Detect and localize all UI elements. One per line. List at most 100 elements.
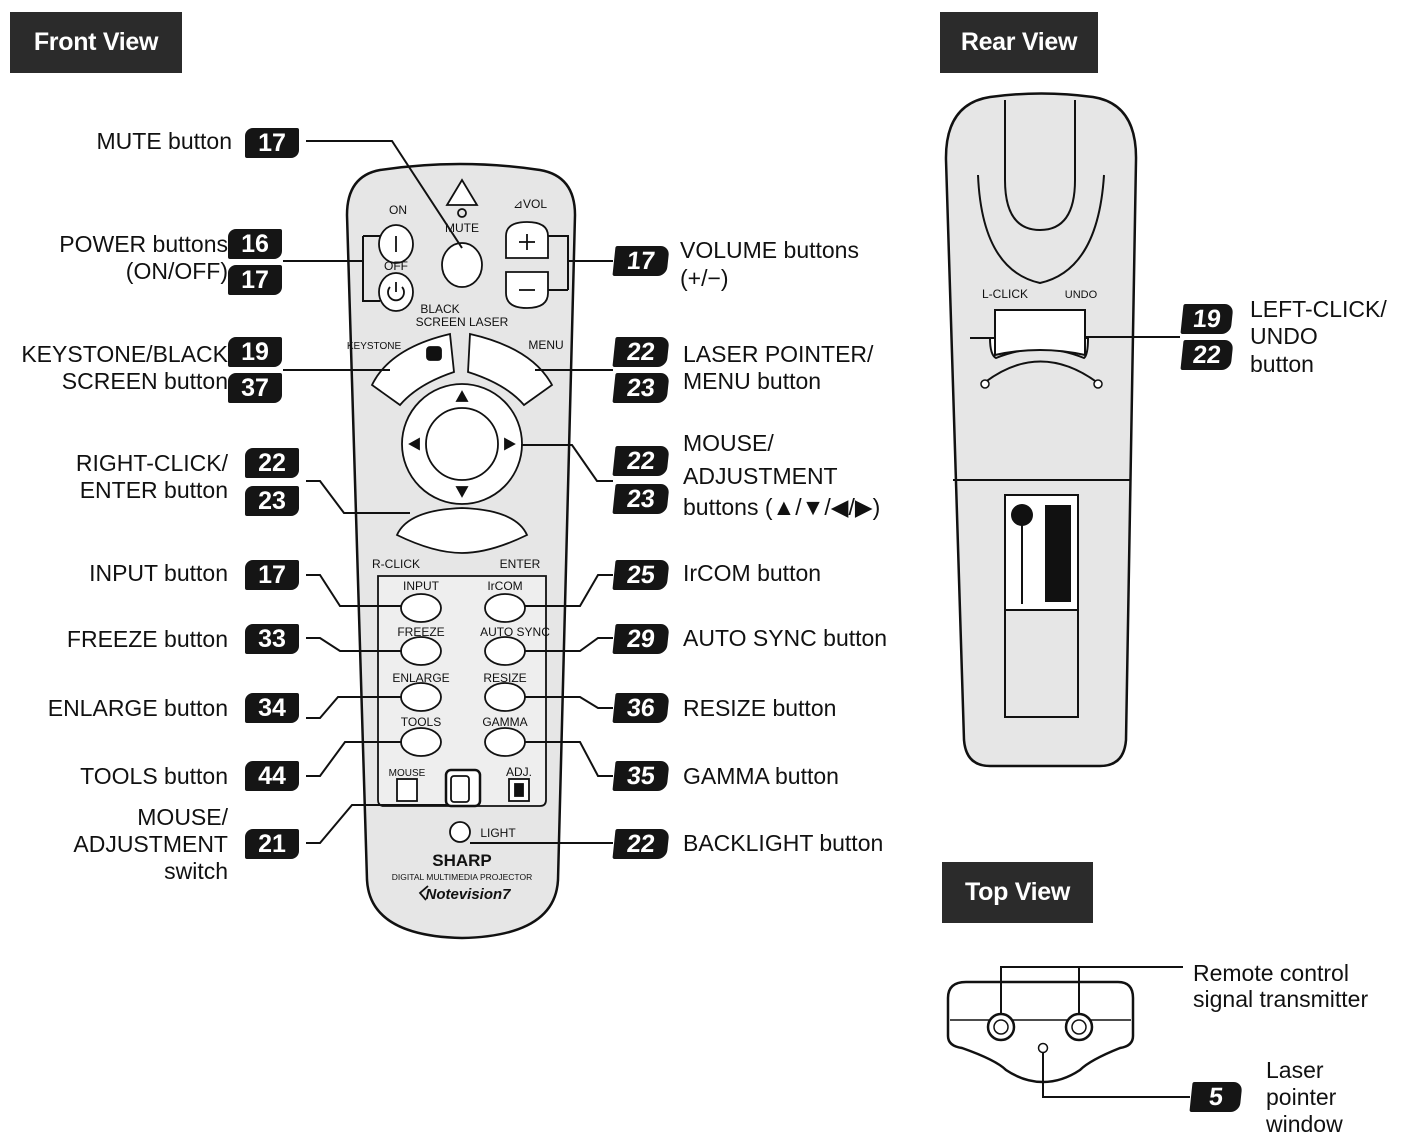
autosync-label: AUTO SYNC button [683, 625, 888, 651]
off-text: OFF [384, 259, 408, 273]
freeze-label: FREEZE button [66, 626, 228, 652]
resize-label: RESIZE button [683, 695, 837, 721]
volume-page-badge: 17 [612, 246, 670, 276]
black-screen-page-badge: 37 [228, 373, 282, 403]
laser-window-page-badge: 5 [1189, 1082, 1243, 1112]
autosync-text: AUTO SYNC [480, 625, 550, 639]
mouse-adj-label-1: MOUSE/ [683, 430, 774, 456]
enter-page-badge: 23 [245, 486, 299, 516]
power-label-2: (ON/OFF) [125, 258, 228, 284]
rclick-page-badge: 22 [245, 448, 299, 478]
mouse-adj-label-2: ADJUSTMENT [683, 463, 838, 489]
laser-label-2: MENU button [683, 368, 822, 394]
mouse-text: MOUSE [389, 768, 426, 779]
gamma-page-badge: 35 [612, 761, 670, 791]
on-text: ON [389, 203, 407, 217]
freeze-text: FREEZE [397, 625, 444, 639]
input-label: INPUT button [89, 560, 228, 586]
power-on-page-badge: 16 [228, 229, 282, 259]
tools-text: TOOLS [401, 715, 441, 729]
mouse-adj-page-badge-2: 23 [612, 484, 670, 514]
tools-page-badge: 44 [245, 761, 299, 791]
ircom-text: IrCOM [487, 579, 522, 593]
keystone-label-2: SCREEN button [61, 368, 228, 394]
rclick-enter-button [395, 507, 529, 554]
ircom-label: IrCOM button [683, 560, 822, 586]
mouse-switch-label-2: ADJUSTMENT [73, 831, 228, 857]
menu-text: MENU [528, 338, 563, 352]
menu-page-badge: 23 [612, 373, 670, 403]
backlight-button [449, 821, 471, 843]
ircom-page-badge: 25 [612, 560, 670, 590]
enlarge-label: ENLARGE button [47, 695, 228, 721]
light-text: LIGHT [480, 826, 516, 840]
mute-label: MUTE button [96, 128, 233, 154]
laser-window-label-3: window [1266, 1111, 1343, 1137]
product-text: DIGITAL MULTIMEDIA PROJECTOR [392, 872, 532, 882]
rclick-label-1: RIGHT-CLICK/ [75, 450, 228, 476]
backlight-page-badge: 22 [612, 829, 670, 859]
mouse-adj-label-3: buttons (▲/▼/◀/▶) [683, 494, 881, 520]
black-text: BLACK [420, 302, 459, 316]
input-page-badge: 17 [245, 560, 299, 590]
laser-menu-button [467, 332, 554, 407]
mouse-switch-page-badge: 21 [245, 829, 299, 859]
front-view-header: Front View [10, 12, 182, 73]
lclick-text: L-CLICK [982, 287, 1028, 301]
vol-text: ⊿VOL [513, 197, 547, 211]
enter-text: ENTER [500, 557, 541, 571]
volume-label-1: VOLUME buttons [680, 237, 859, 263]
volume-label-2: (+/−) [680, 265, 729, 291]
gamma-label: GAMMA button [683, 763, 839, 789]
lclick-label-1: LEFT-CLICK/ [1250, 296, 1387, 322]
input-text: INPUT [403, 579, 440, 593]
signal-label-2: signal transmitter [1193, 986, 1369, 1012]
power-off-page-badge: 17 [228, 265, 282, 295]
laser-window-label-1: Laser [1266, 1057, 1324, 1083]
ircom-button [484, 593, 526, 623]
model-text: Notevision7 [425, 886, 511, 903]
resize-page-badge: 36 [612, 693, 670, 723]
input-button [400, 593, 442, 623]
mute-button [441, 242, 483, 288]
undo-text: UNDO [1065, 289, 1098, 301]
signal-label-1: Remote control [1193, 960, 1349, 986]
resize-text: RESIZE [483, 671, 526, 685]
rear-view-header: Rear View [940, 12, 1098, 73]
autosync-page-badge: 29 [612, 624, 670, 654]
mute-page-badge: 17 [245, 128, 299, 158]
mouse-switch-label-3: switch [164, 858, 228, 884]
lclick-page-badge: 19 [1180, 304, 1234, 334]
lclick-label-3: button [1250, 351, 1314, 377]
mouse-switch-label-1: MOUSE/ [137, 804, 228, 830]
brand-text: SHARP [432, 851, 492, 870]
freeze-page-badge: 33 [245, 624, 299, 654]
backlight-label: BACKLIGHT button [683, 830, 884, 856]
gamma-text: GAMMA [482, 715, 527, 729]
enlarge-page-badge: 34 [245, 693, 299, 723]
rclick-label-2: ENTER button [79, 477, 228, 503]
undo-page-badge: 22 [1180, 340, 1234, 370]
mute-text: MUTE [445, 221, 479, 235]
keystone-label-1: KEYSTONE/BLACK [21, 341, 228, 367]
rclick-text: R-CLICK [372, 557, 420, 571]
laser-window-label-2: pointer [1266, 1084, 1337, 1110]
lclick-label-2: UNDO [1250, 323, 1318, 349]
center-pad [425, 407, 499, 481]
tools-label: TOOLS button [80, 763, 228, 789]
power-label-1: POWER buttons [59, 231, 228, 257]
top-view-header: Top View [942, 862, 1093, 923]
enlarge-text: ENLARGE [392, 671, 449, 685]
keystone-text: KEYSTONE [347, 341, 402, 352]
adj-text: ADJ. [506, 765, 532, 779]
keystone-page-badge: 19 [228, 337, 282, 367]
laser-page-badge: 22 [612, 337, 670, 367]
mouse-adj-page-badge-1: 22 [612, 446, 670, 476]
screen-laser-text: SCREEN LASER [416, 315, 509, 329]
laser-label-1: LASER POINTER/ [683, 341, 874, 367]
